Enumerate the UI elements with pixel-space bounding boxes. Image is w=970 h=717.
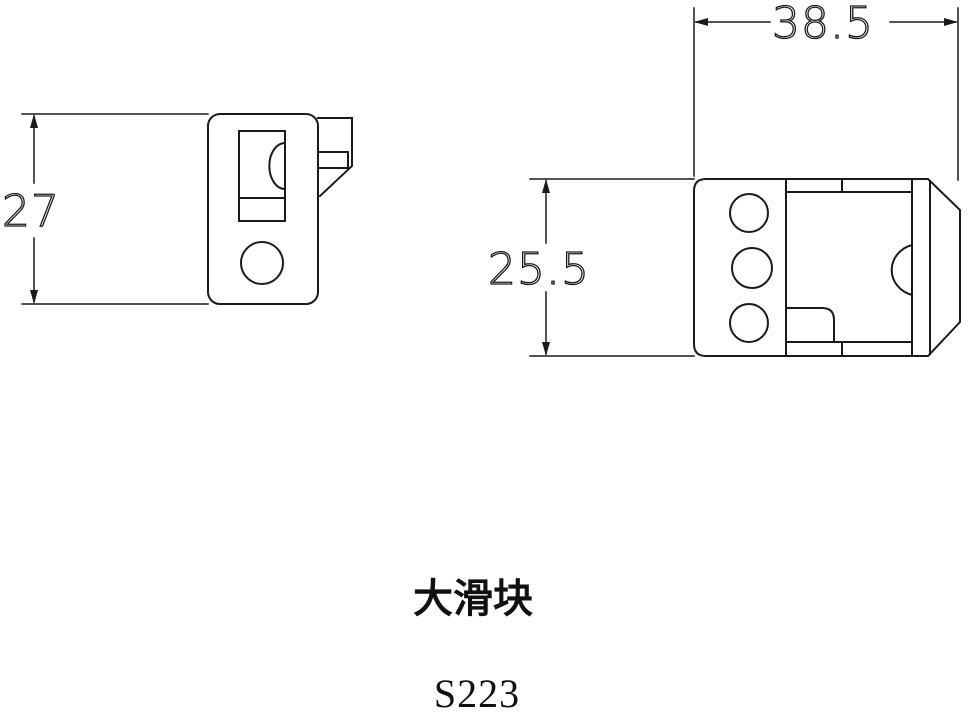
- front-hole-top: [729, 193, 769, 233]
- part-code: S223: [433, 671, 521, 716]
- front-view: [529, 7, 961, 357]
- front-notch-arc: [890, 243, 914, 297]
- front-body-outline: [693, 178, 961, 357]
- side-slot-arc: [268, 141, 287, 191]
- part-name: 大滑块: [413, 575, 533, 622]
- side-slot: [238, 130, 286, 222]
- dimension-38-5: [693, 7, 959, 181]
- front-tab: [785, 307, 835, 343]
- dimension-label-38-5: 38.5: [772, 0, 874, 49]
- side-view: [21, 113, 353, 305]
- side-body-outline: [207, 113, 319, 305]
- side-catch: [317, 117, 353, 198]
- dimension-25-5: [529, 178, 695, 357]
- side-hole: [240, 241, 284, 285]
- dimension-27: [21, 113, 209, 305]
- dimension-label-25-5: 25.5: [488, 244, 590, 295]
- front-hole-middle: [731, 247, 773, 289]
- dimension-label-27: 27: [2, 186, 60, 237]
- front-hole-bottom: [729, 303, 769, 343]
